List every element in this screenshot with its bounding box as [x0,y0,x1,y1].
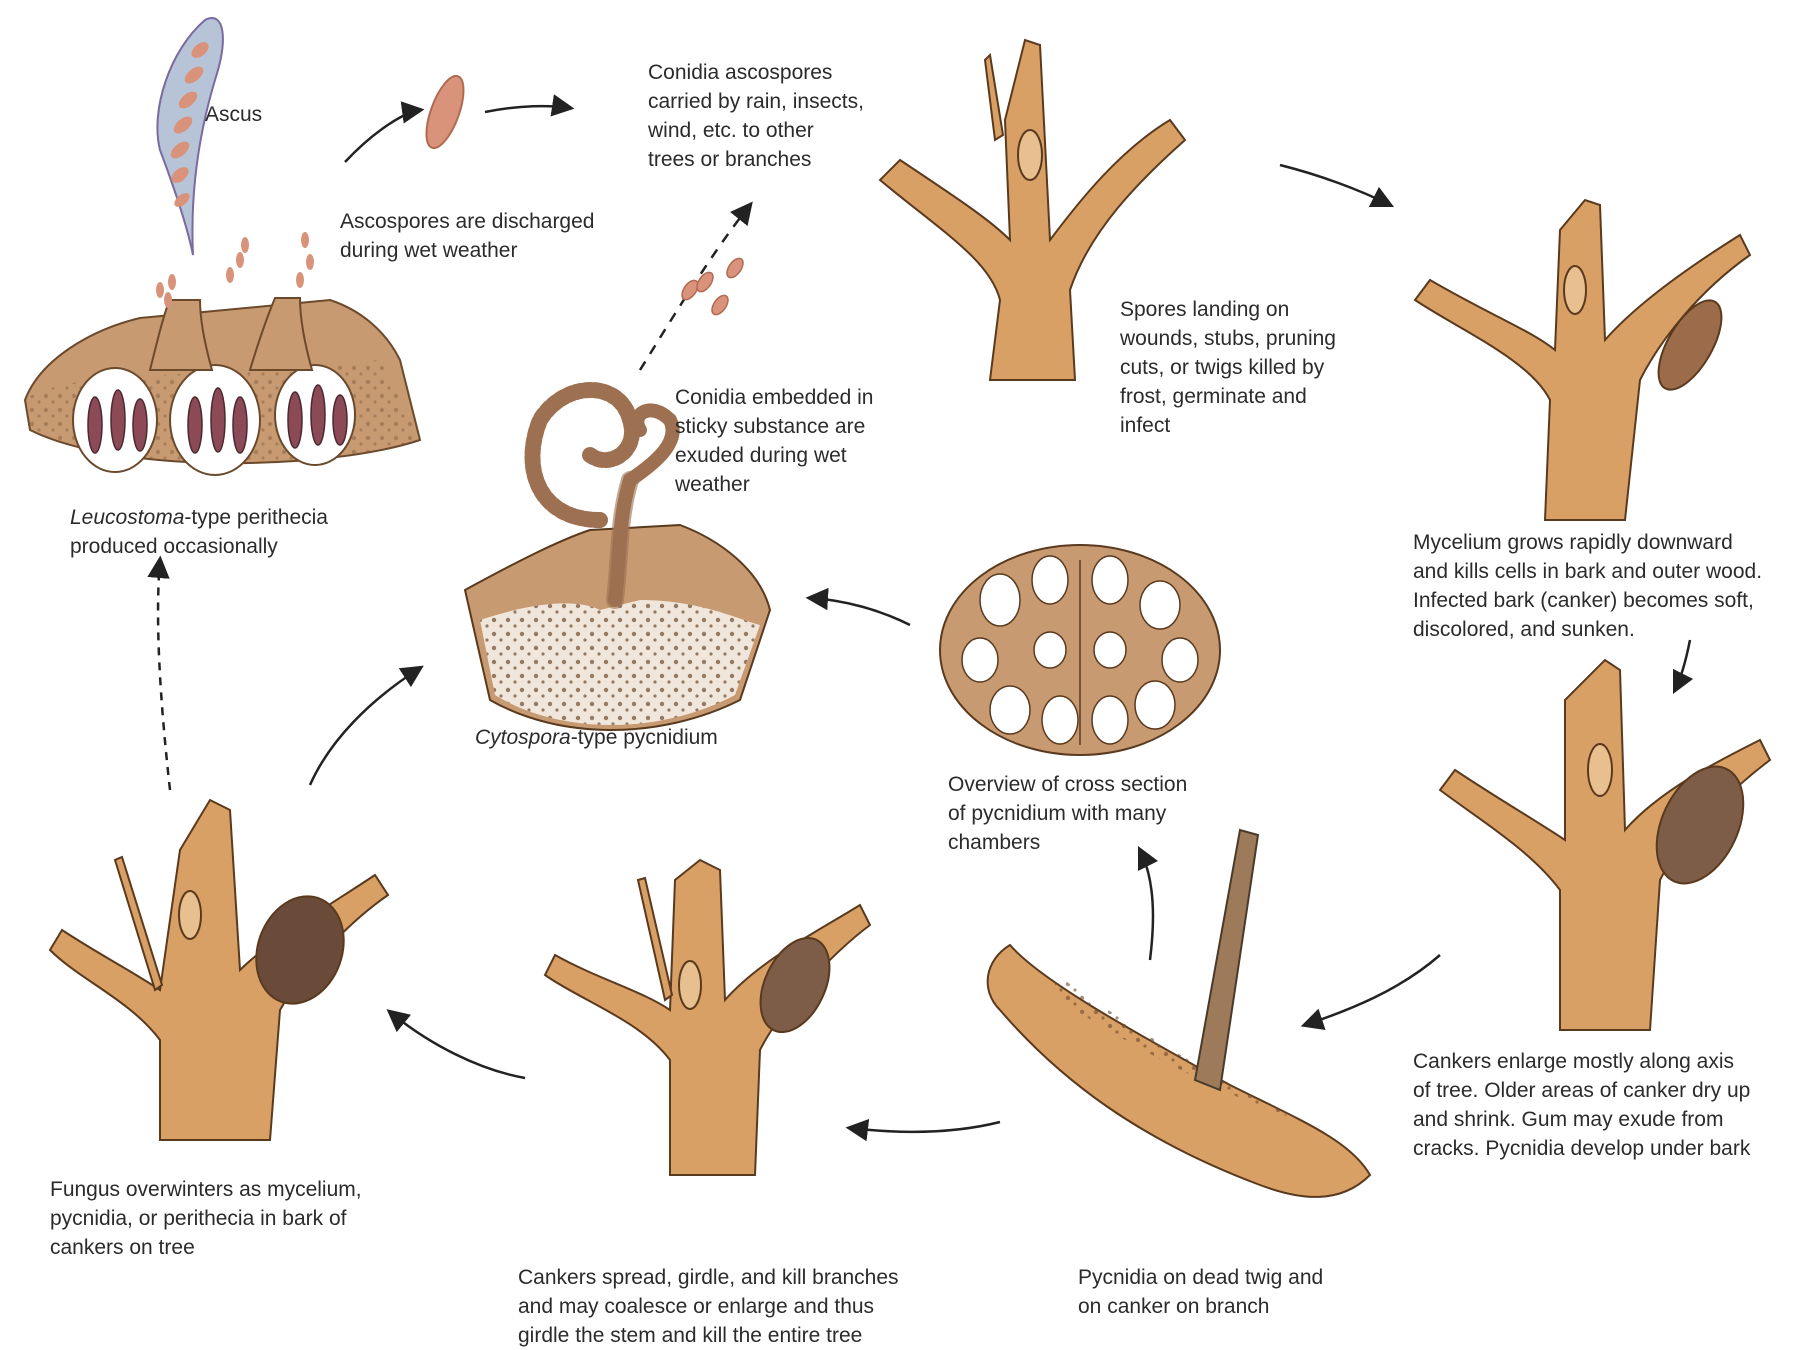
arrow-twig-to-tree4 [850,1122,1000,1132]
dead-twig-pycnidia [988,830,1370,1197]
arrow-tree3-to-twig [1305,955,1440,1025]
arrow-cross-section-to-pycnidium [810,598,910,625]
label-ascus: Ascus [205,100,262,129]
arrow-ascus-to-spore [345,110,420,162]
label-overview-cross-section: Overview of cross section of pycnidium w… [948,770,1187,857]
label-cankers-enlarge: Cankers enlarge mostly along axis of tre… [1413,1047,1750,1163]
label-mycelium-grows: Mycelium grows rapidly downward and kill… [1413,528,1762,644]
tree-cankers-spread [545,860,870,1175]
arrow-tree5-to-perithecia [158,560,170,790]
cytospora-rest: -type pycnidium [571,726,718,749]
tree-mycelium [1415,200,1750,520]
tree-overwinters [50,800,388,1140]
cytospora-italic: Cytospora [475,726,571,749]
label-cytospora-pycnidium: Cytospora-type pycnidium [475,723,718,752]
label-pycnidia-dead-twig: Pycnidia on dead twig and on canker on b… [1078,1263,1323,1321]
tree-cankers-enlarge [1440,660,1770,1030]
arrow-twig-to-cross-section [1140,850,1153,960]
label-leucostoma-perithecia: Leucostoma-type perithecia produced occa… [70,503,328,561]
label-conidia-carried: Conidia ascospores carried by rain, inse… [648,58,864,174]
perithecia-illustration [25,232,420,475]
label-ascospores-discharged: Ascospores are discharged during wet wea… [340,207,594,265]
arrow-tree5-to-pycnidium [310,668,420,785]
pycnidium-cross-section [940,545,1220,755]
leucostoma-italic: Leucostoma [70,506,184,529]
label-cankers-spread: Cankers spread, girdle, and kill branche… [518,1263,899,1350]
ascus-illustration [157,18,222,255]
arrow-tree4-to-tree5 [390,1012,525,1078]
conidia-spores [679,256,746,318]
label-fungus-overwinters: Fungus overwinters as mycelium, pycnidia… [50,1175,362,1262]
label-conidia-embedded: Conidia embedded in sticky substance are… [675,383,873,499]
ascospore-icon [419,72,471,153]
arrow-spore-to-conidia [485,106,570,112]
arrow-tree2-to-tree3 [1675,640,1690,690]
arrow-tree1-to-tree2 [1280,165,1390,205]
label-spores-landing: Spores landing on wounds, stubs, pruning… [1120,295,1336,440]
